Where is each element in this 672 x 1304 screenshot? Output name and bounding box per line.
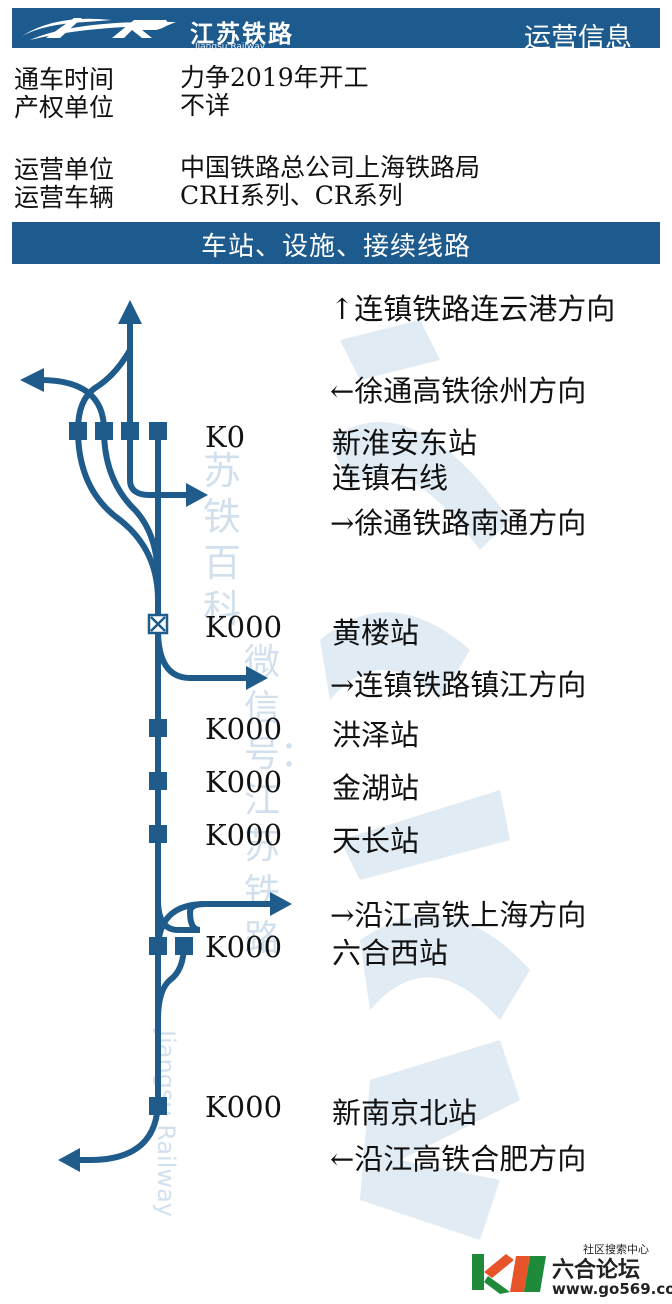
track-xuzhou-link	[75, 348, 133, 431]
station-name: 黄楼站	[332, 616, 420, 650]
arrow-right-icon	[246, 666, 268, 690]
page-title: 运营信息	[524, 23, 632, 54]
track-lines	[39, 320, 270, 1163]
connection-right-line: 连镇右线	[332, 461, 449, 495]
owner-value: 不详	[180, 91, 231, 120]
station-km: K000	[205, 712, 283, 746]
track-diagram	[20, 300, 292, 1172]
forum-url[interactable]: www.go569.com	[552, 1280, 672, 1298]
section-title: 车站、设施、接续线路	[200, 232, 471, 262]
track-bundle-1	[75, 429, 161, 601]
station-marker	[149, 719, 167, 737]
arrowheads	[20, 300, 292, 1172]
forum-name: 六合论坛	[552, 1257, 641, 1283]
header-bar: 江苏铁路 Jiangsu Railway 运营信息	[12, 8, 660, 54]
track-nantong	[127, 430, 190, 498]
forum-label: 社区搜索中心	[583, 1243, 649, 1256]
watermark-text-a: 苏铁百科	[203, 449, 242, 631]
connection-lianyungang: ↑连镇铁路连云港方向	[330, 292, 616, 326]
logo-subtitle: Jiangsu Railway	[195, 42, 266, 52]
station-km: K000	[205, 765, 283, 799]
station-marker	[175, 937, 193, 955]
watermark-logo-icon	[320, 320, 530, 1240]
arrow-right-icon	[186, 483, 208, 507]
station-km: K000	[205, 930, 283, 964]
operator-label: 运营单位	[14, 155, 115, 184]
station-marker	[95, 422, 113, 440]
station-name: 金湖站	[332, 771, 420, 805]
station-marker	[121, 422, 139, 440]
connection-zhenjiang: →连镇铁路镇江方向	[330, 668, 587, 702]
forum-logo-icon	[472, 1254, 546, 1294]
station-marker	[149, 772, 167, 790]
station-name: 新淮安东站	[332, 426, 478, 460]
station-marker	[149, 1097, 167, 1115]
connection-shanghai: →沿江高铁上海方向	[330, 898, 587, 932]
vehicle-label: 运营车辆	[14, 183, 115, 212]
station-markers	[69, 422, 193, 1115]
sr-logo-icon	[22, 18, 176, 40]
station-marker	[149, 422, 167, 440]
owner-label: 产权单位	[14, 93, 115, 122]
section-bar: 车站、设施、接续线路	[12, 222, 660, 264]
logo-text: 江苏铁路	[190, 19, 294, 48]
open-time-value: 力争2019年开工	[180, 63, 369, 92]
station-km: K000	[205, 610, 283, 644]
station-km: K000	[205, 818, 283, 852]
station-name: 天长站	[332, 824, 420, 858]
connection-hefei: ←沿江高铁合肥方向	[330, 1142, 587, 1176]
connection-nantong: →徐通铁路南通方向	[330, 506, 587, 540]
operator-value: 中国铁路总公司上海铁路局	[180, 153, 481, 182]
station-name: 六合西站	[332, 936, 449, 970]
station-km: K0	[205, 420, 246, 454]
vehicle-value: CRH系列、CR系列	[180, 181, 403, 210]
arrow-left-icon	[58, 1148, 80, 1172]
track-zhenjiang	[155, 629, 250, 681]
arrow-up-icon	[118, 300, 142, 324]
station-marker	[149, 937, 167, 955]
station-name: 洪泽站	[332, 718, 420, 752]
arrow-right-icon	[270, 892, 292, 916]
track-liuhe-loop	[155, 943, 187, 1021]
connection-xuzhou: ←徐通高铁徐州方向	[330, 374, 587, 408]
arrow-left-icon	[20, 368, 44, 392]
station-marker	[149, 825, 167, 843]
station-marker	[69, 422, 87, 440]
open-time-label: 通车时间	[14, 65, 115, 94]
track-hefei	[70, 1099, 161, 1163]
station-name: 新南京北站	[332, 1096, 478, 1130]
station-km: K000	[205, 1090, 283, 1124]
junction-marker-icon	[147, 613, 169, 635]
